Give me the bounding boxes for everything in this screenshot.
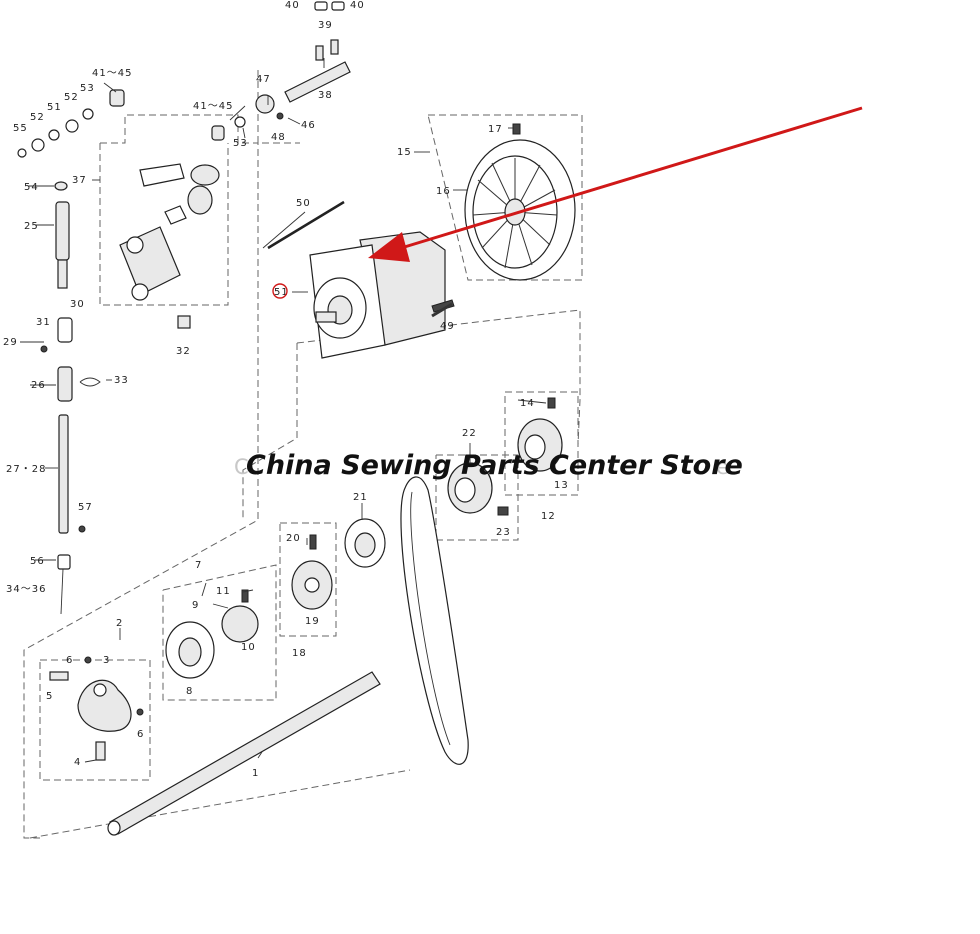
label-8: 8 [186, 686, 193, 697]
label-19: 19 [305, 616, 320, 627]
label-54: 54 [24, 182, 39, 193]
label-3: 3 [103, 655, 110, 666]
highlight-circle-51 [272, 283, 288, 299]
label-40-right: 40 [350, 0, 365, 11]
wire-part-50 [267, 200, 345, 250]
group-boundaries [23, 70, 583, 839]
label-17: 17 [488, 124, 503, 135]
label-6-top: 6 [66, 655, 73, 666]
label-23: 23 [496, 527, 511, 538]
handwheel [464, 123, 576, 281]
label-32: 32 [176, 346, 191, 357]
label-15: 15 [397, 147, 412, 158]
pulleys-and-belt [165, 397, 563, 765]
upper-left-small-parts [17, 89, 246, 329]
label-51-highlighted: 51 [274, 287, 289, 298]
label-25: 25 [24, 221, 39, 232]
label-20: 20 [286, 533, 301, 544]
label-38: 38 [318, 90, 333, 101]
label-10: 10 [241, 642, 256, 653]
eccentric-cam [49, 656, 144, 761]
label-18: 18 [292, 648, 307, 659]
label-41-45-mid: 41～45 [193, 101, 233, 112]
needle-bar-assembly [40, 181, 101, 615]
red-pointer-arrow [368, 106, 863, 262]
label-51-top: 51 [47, 102, 62, 113]
label-6-right: 6 [137, 729, 144, 740]
label-26: 26 [31, 380, 46, 391]
lower-shaft [107, 671, 381, 836]
label-14: 14 [520, 398, 535, 409]
label-5: 5 [46, 691, 53, 702]
label-56: 56 [30, 556, 45, 567]
label-2: 2 [116, 618, 123, 629]
label-40-left: 40 [285, 0, 300, 11]
label-37: 37 [72, 175, 87, 186]
label-57: 57 [78, 502, 93, 513]
label-27-28: 27・28 [6, 464, 46, 475]
label-16: 16 [436, 186, 451, 197]
label-13: 13 [554, 480, 569, 491]
label-50: 50 [296, 198, 311, 209]
watermark-faint-left: C [234, 455, 249, 479]
watermark-text: China Sewing Parts Center Store [246, 450, 743, 481]
watermark: C e China Sewing Parts Center Store [234, 450, 743, 481]
label-53-top: 53 [80, 83, 95, 94]
label-55: 55 [13, 123, 28, 134]
label-21: 21 [353, 492, 368, 503]
label-9: 9 [192, 600, 199, 611]
label-31: 31 [36, 317, 51, 328]
label-46: 46 [301, 120, 316, 131]
label-41-45-top: 41～45 [92, 68, 132, 79]
label-49: 49 [440, 321, 455, 332]
part-number-labels: 40 40 39 38 41～45 53 52 51 52 55 47 41～4… [3, 0, 569, 779]
label-29: 29 [3, 337, 18, 348]
screw-49 [431, 302, 453, 318]
label-1: 1 [252, 768, 259, 779]
label-48: 48 [271, 132, 286, 143]
upper-shaft-parts [255, 1, 351, 120]
label-34-36: 34～36 [6, 584, 46, 595]
label-11: 11 [216, 586, 231, 597]
label-52-top: 52 [64, 92, 79, 103]
label-4: 4 [74, 757, 81, 768]
label-33: 33 [114, 375, 129, 386]
label-22: 22 [462, 428, 477, 439]
leader-lines [20, 58, 547, 763]
label-30: 30 [70, 299, 85, 310]
label-52-left: 52 [30, 112, 45, 123]
label-47: 47 [256, 74, 271, 85]
label-12: 12 [541, 511, 556, 522]
servo-motor [309, 231, 455, 359]
label-7: 7 [195, 560, 202, 571]
watermark-faint-right: e [716, 455, 729, 479]
label-39: 39 [318, 20, 333, 31]
label-53-mid: 53 [233, 138, 248, 149]
